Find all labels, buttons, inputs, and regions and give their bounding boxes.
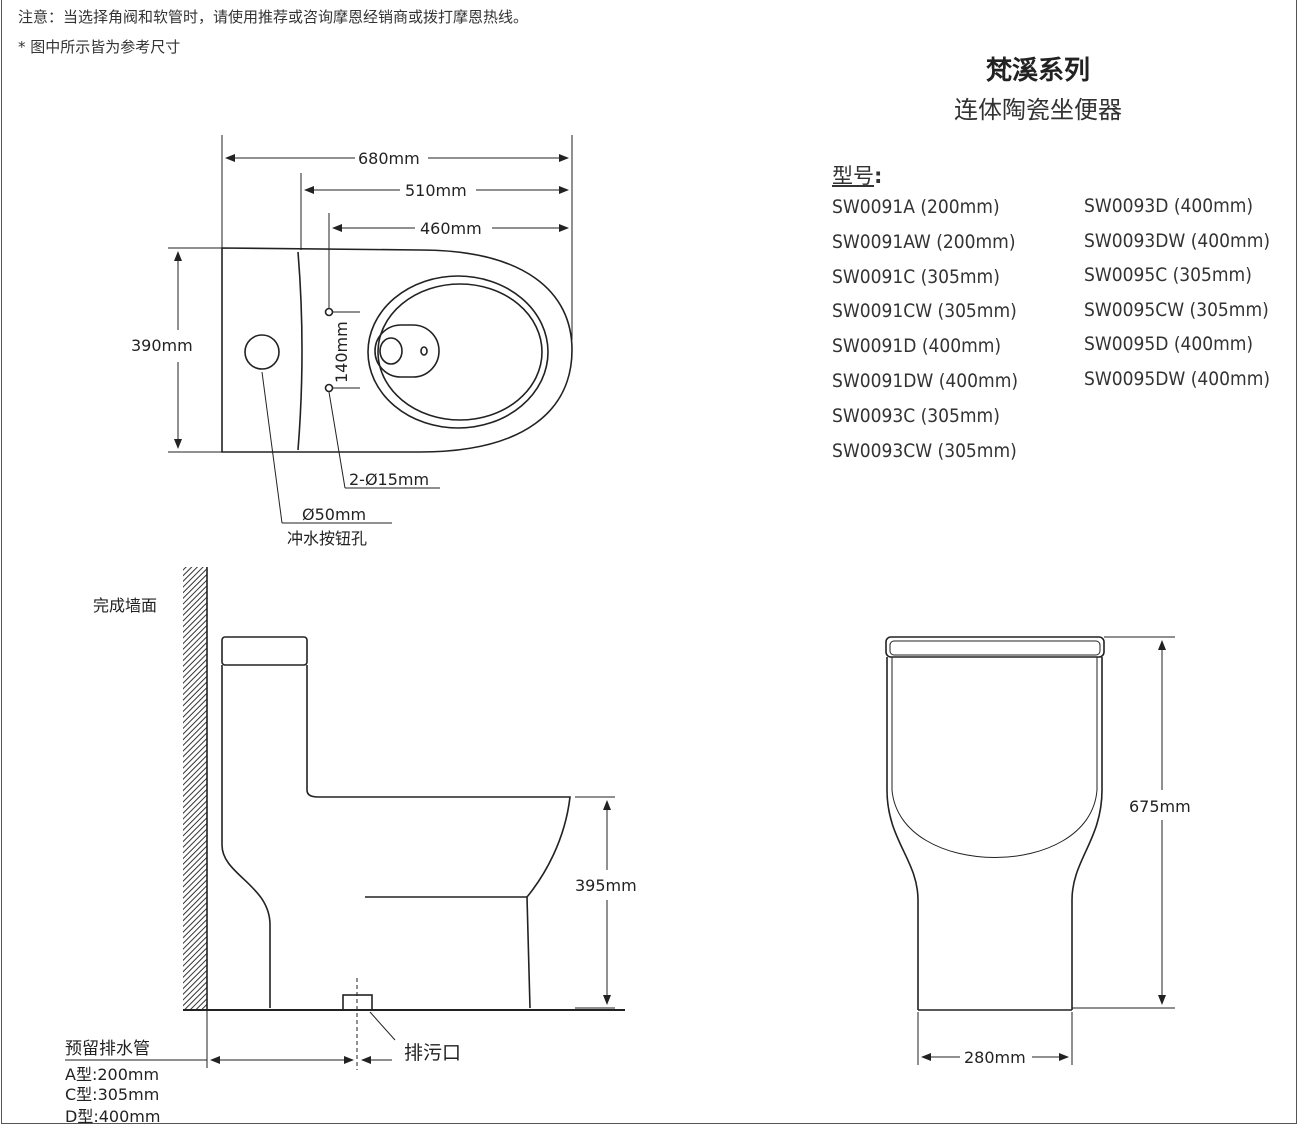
model-item: SW0095DW (400mm) xyxy=(1084,367,1271,390)
models-right-column: SW0093D (400mm) SW0093DW (400mm) SW0095C… xyxy=(1084,189,1270,396)
front-view xyxy=(885,636,1175,1065)
dim-280: 280mm xyxy=(964,1048,1026,1067)
model-item: SW0093C (305mm) xyxy=(832,404,1000,427)
model-item: SW0091CW (305mm) xyxy=(832,300,1017,323)
model-item: SW0093D (400mm) xyxy=(1084,195,1254,217)
side-view xyxy=(65,567,625,1070)
models-heading: 型号: xyxy=(832,160,882,190)
mount-holes-label: 2-Ø15mm xyxy=(349,470,429,489)
rough-in-a: A型:200mm xyxy=(65,1065,159,1084)
outlet-label: 排污口 xyxy=(404,1042,461,1064)
rough-in-c: C型:305mm xyxy=(65,1085,159,1104)
model-item: SW0091C (305mm) xyxy=(832,265,1000,288)
model-item: SW0091DW (400mm) xyxy=(832,369,1019,392)
dim-510: 510mm xyxy=(405,181,467,200)
series-title: 梵溪系列 xyxy=(985,56,1090,86)
product-type: 连体陶瓷坐便器 xyxy=(954,96,1122,124)
reference-note: * 图中所示皆为参考尺寸 xyxy=(18,38,181,56)
model-item: SW0091A (200mm) xyxy=(832,196,1000,218)
dim-390: 390mm xyxy=(131,336,193,355)
dim-140: 140mm xyxy=(332,321,351,383)
model-item: SW0093CW (305mm) xyxy=(832,439,1017,462)
models-label: 型号 xyxy=(832,164,874,188)
models-left-column: SW0091A (200mm) SW0091AW (200mm) SW0091C… xyxy=(832,190,1018,468)
dim-460: 460mm xyxy=(420,219,482,238)
button-hole-dim: Ø50mm xyxy=(302,505,366,524)
button-hole-label: 冲水按钮孔 xyxy=(287,529,367,548)
model-item: SW0095C (305mm) xyxy=(1084,264,1252,286)
model-item: SW0093DW (400mm) xyxy=(1084,229,1271,252)
dim-395: 395mm xyxy=(575,876,637,895)
rough-in-label: 预留排水管 xyxy=(65,1039,150,1059)
models-colon: : xyxy=(874,164,883,188)
dim-680: 680mm xyxy=(358,149,420,168)
model-item: SW0091AW (200mm) xyxy=(832,230,1016,253)
top-view xyxy=(168,135,573,524)
note-line: 注意：当选择角阀和软管时，请使用推荐或咨询摩恩经销商或拨打摩恩热线。 xyxy=(18,8,529,26)
model-item: SW0095D (400mm) xyxy=(1084,333,1254,355)
model-item: SW0091D (400mm) xyxy=(832,335,1002,358)
rough-in-d: D型:400mm xyxy=(65,1107,160,1126)
wall-label: 完成墙面 xyxy=(93,596,157,615)
dim-675: 675mm xyxy=(1129,797,1191,816)
model-item: SW0095CW (305mm) xyxy=(1084,298,1269,321)
wall-hatch xyxy=(183,567,207,1010)
